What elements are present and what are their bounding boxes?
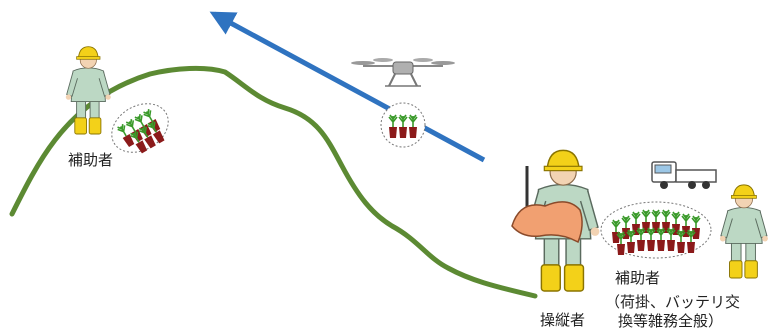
assistant-worker-right — [720, 185, 768, 278]
label-assistant-top: 補助者 — [68, 152, 113, 169]
drone-icon — [351, 58, 455, 86]
seedling-cluster-icon — [381, 103, 425, 147]
label-operator: 操縦者 — [540, 312, 585, 329]
seedling-cluster-icon — [601, 202, 711, 258]
label-assistant-right: 補助者 — [615, 270, 660, 287]
truck-icon — [652, 162, 716, 189]
seedling-cluster-icon — [103, 94, 177, 162]
label-assistant-right-note-1: （荷掛、バッテリ交 — [605, 294, 740, 311]
flight-direction-arrow — [214, 14, 484, 160]
label-assistant-right-note-2: 換等雑務全般） — [618, 313, 723, 330]
